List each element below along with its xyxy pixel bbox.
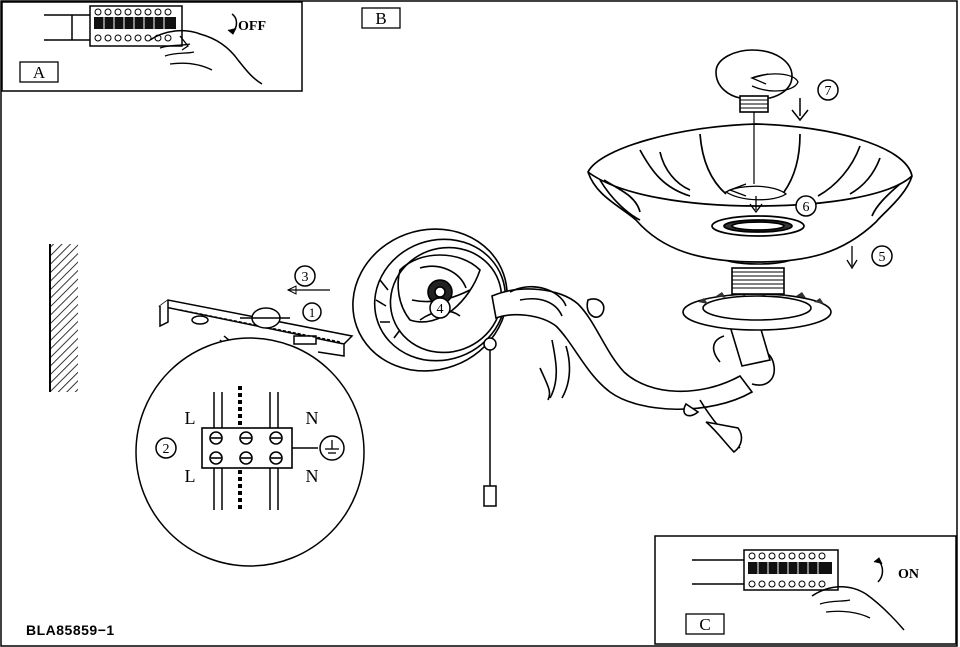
step-3-marker: 3	[286, 265, 330, 295]
panel-c-switch-on: ON C	[654, 535, 957, 645]
panel-c-letter: C	[699, 615, 710, 634]
wire-label-neutral-bottom: N	[306, 466, 319, 486]
step-5-marker: 5	[846, 245, 893, 270]
terminal-screws	[209, 431, 283, 465]
panel-a-letter: A	[33, 63, 46, 82]
svg-text:2: 2	[163, 442, 170, 457]
step-2-marker: 2	[155, 437, 177, 459]
document-code: BLA85859−1	[26, 622, 115, 638]
lamp-holder-cup	[682, 267, 832, 367]
pull-chain	[483, 337, 497, 507]
panel-a-switch-off: OFF A	[1, 1, 303, 92]
panel-a-off-label: OFF	[238, 19, 266, 34]
earth-symbol-icon	[319, 435, 345, 461]
wiring-detail: L N L N 2	[135, 337, 365, 567]
svg-text:1: 1	[309, 305, 316, 320]
svg-text:6: 6	[803, 200, 810, 215]
step-6-marker: 6	[724, 183, 817, 217]
panel-c-on-label: ON	[898, 567, 919, 582]
wall-hatching	[49, 244, 78, 392]
svg-text:5: 5	[879, 250, 886, 265]
step-4-marker: 4	[429, 297, 451, 319]
step-1-marker: 1	[302, 302, 322, 322]
panel-b-letter: B	[375, 9, 386, 28]
wire-label-live-top: L	[185, 408, 196, 428]
svg-text:3: 3	[302, 270, 309, 285]
glass-shade	[587, 123, 913, 263]
svg-text:4: 4	[437, 302, 444, 317]
wire-label-live-bottom: L	[185, 466, 196, 486]
screw-plug	[191, 307, 290, 329]
breaker-top-row	[94, 8, 172, 16]
panel-b-label-box: B	[361, 7, 401, 29]
wire-label-neutral-top: N	[306, 408, 319, 428]
svg-text:7: 7	[825, 84, 832, 99]
step-7-marker: 7	[749, 73, 839, 122]
